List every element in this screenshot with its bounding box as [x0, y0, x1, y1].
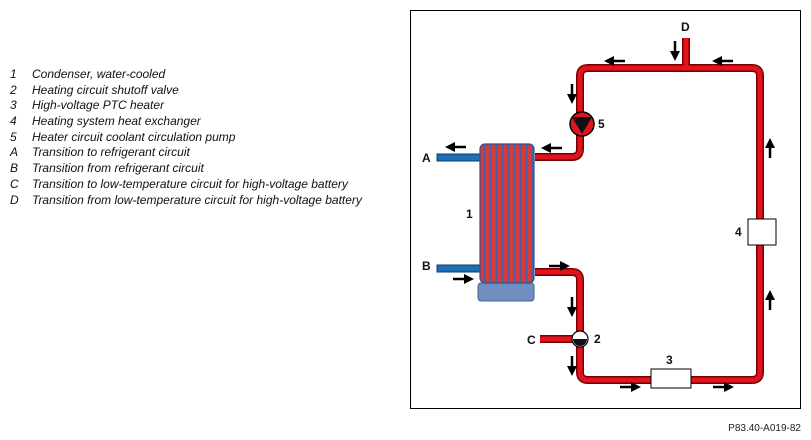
label-port-c: C	[527, 333, 536, 347]
label-port-d: D	[681, 20, 690, 34]
label-pump: 5	[598, 117, 605, 131]
refrigerant-pipe-b	[436, 264, 484, 273]
label-heat-exchanger: 4	[735, 225, 742, 239]
figure-code: P83.40-A019-82	[728, 423, 801, 434]
label-port-a: A	[422, 151, 431, 165]
legend-key: 4	[10, 114, 17, 129]
diagram-frame	[410, 10, 801, 409]
legend-text: Heating circuit shutoff valve	[32, 82, 179, 97]
label-condenser: 1	[466, 207, 473, 221]
legend-row: C Transition to low-temperature circuit f…	[10, 177, 362, 193]
legend-text: Condenser, water-cooled	[32, 67, 166, 81]
legend-text: Transition to refrigerant circuit	[32, 145, 190, 160]
legend-row: B Transition from refrigerant circuit	[10, 161, 362, 177]
label-valve: 2	[594, 332, 601, 346]
legend-text: Transition from refrigerant circuit	[32, 161, 204, 176]
legend-key: C	[10, 176, 19, 191]
legend-key: B	[10, 161, 19, 176]
condenser-base	[477, 282, 535, 302]
legend-text: High-voltage PTC heater	[32, 98, 165, 113]
legend-row: 5 Heater circuit coolant circulation pump	[10, 130, 362, 146]
heat-exchanger	[747, 218, 777, 246]
pump-triangle-icon	[572, 117, 592, 134]
legend: 1 Condenser, water-cooled 2 Heating circui…	[10, 67, 362, 208]
legend-text: Heater circuit coolant circulation pump	[32, 129, 236, 144]
legend-key: 1	[10, 67, 17, 81]
label-port-b: B	[422, 259, 431, 273]
legend-text: Transition to low-temperature circuit fo…	[32, 176, 348, 191]
condenser-body	[479, 143, 535, 284]
refrigerant-pipe-a	[436, 153, 484, 162]
legend-text: Heating system heat exchanger	[32, 114, 201, 129]
legend-key: A	[10, 145, 19, 160]
legend-key: D	[10, 192, 19, 207]
legend-text: Transition from low-temperature circuit …	[32, 192, 362, 207]
legend-key: 5	[10, 129, 17, 144]
circulation-pump	[569, 111, 595, 137]
ptc-heater	[650, 368, 692, 389]
shutoff-valve	[571, 330, 589, 348]
flow-arrows	[445, 41, 775, 392]
legend-key: 3	[10, 98, 17, 113]
condenser	[477, 143, 535, 302]
legend-row: 2 Heating circuit shutoff valve	[10, 83, 362, 99]
label-ptc-heater: 3	[666, 353, 673, 367]
legend-row: 3 High-voltage PTC heater	[10, 98, 362, 114]
valve-half-icon	[573, 339, 587, 346]
legend-row: D Transition from low-temperature circuit…	[10, 193, 362, 209]
legend-row: A Transition to refrigerant circuit	[10, 145, 362, 161]
legend-key: 2	[10, 82, 17, 97]
legend-row: 1 Condenser, water-cooled	[10, 67, 362, 83]
legend-row: 4 Heating system heat exchanger	[10, 114, 362, 130]
